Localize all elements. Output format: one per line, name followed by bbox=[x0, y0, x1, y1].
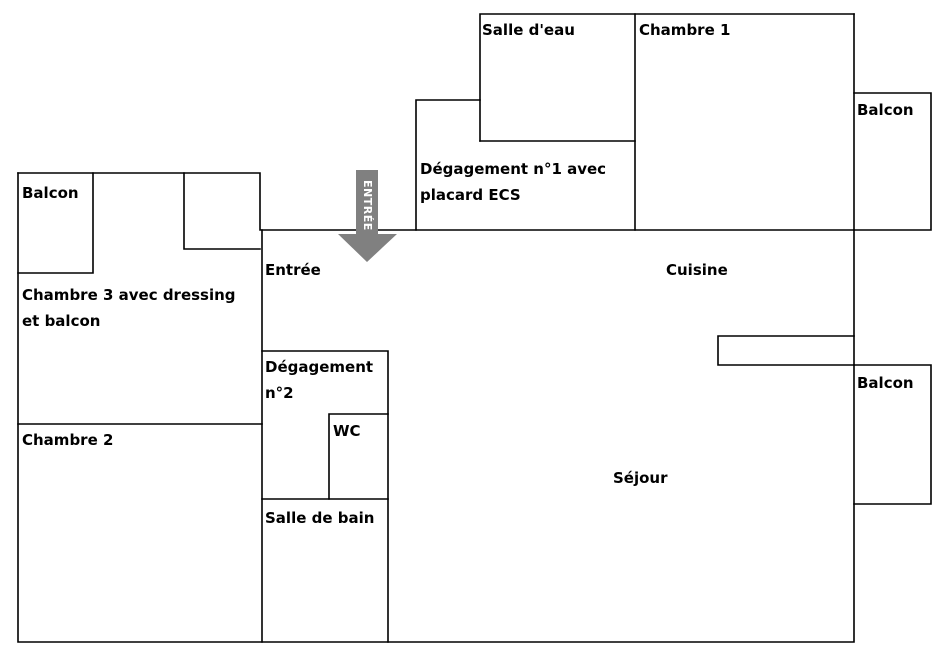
balcon-left-wall bbox=[17, 172, 94, 274]
degagement1-wall bbox=[415, 99, 481, 231]
room-label-balcon-right-bottom: Balcon bbox=[857, 374, 914, 392]
degagement2-wall bbox=[261, 350, 389, 643]
closet-wall bbox=[183, 172, 261, 250]
room-label-entree: Entrée bbox=[265, 261, 321, 279]
entrance-arrow-label: ENTRÉE bbox=[361, 179, 374, 231]
outer-wall bbox=[17, 13, 855, 643]
room-label-balcon-right-top: Balcon bbox=[857, 101, 914, 119]
wc-wall bbox=[328, 413, 389, 500]
room-label-chambre-3-line1: Chambre 3 avec dressing bbox=[22, 286, 236, 304]
room-label-chambre-1: Chambre 1 bbox=[639, 21, 731, 39]
entrance-arrow bbox=[338, 170, 397, 262]
room-label-degagement-2-line2: n°2 bbox=[265, 384, 294, 402]
salle-deau-wall bbox=[479, 13, 855, 142]
room-label-balcon-left: Balcon bbox=[22, 184, 79, 202]
kitchen-counter bbox=[717, 335, 855, 366]
room-label-degagement-2-line1: Dégagement bbox=[265, 358, 374, 376]
balcon-right-top-wall bbox=[853, 92, 932, 231]
room-label-degagement-1-line2: placard ECS bbox=[420, 186, 521, 204]
room-label-chambre-3-line2: et balcon bbox=[22, 312, 101, 330]
room-label-salle-de-bain: Salle de bain bbox=[265, 509, 375, 527]
room-label-salle-deau: Salle d'eau bbox=[482, 21, 575, 39]
room-label-degagement-1-line1: Dégagement n°1 avec bbox=[420, 160, 607, 178]
balcon-right-bottom-wall bbox=[853, 364, 932, 505]
room-label-cuisine: Cuisine bbox=[666, 261, 728, 279]
wall-top-left-wing bbox=[17, 172, 855, 231]
room-label-sejour: Séjour bbox=[613, 469, 668, 487]
room-label-chambre-2: Chambre 2 bbox=[22, 431, 114, 449]
room-label-wc: WC bbox=[333, 422, 361, 440]
